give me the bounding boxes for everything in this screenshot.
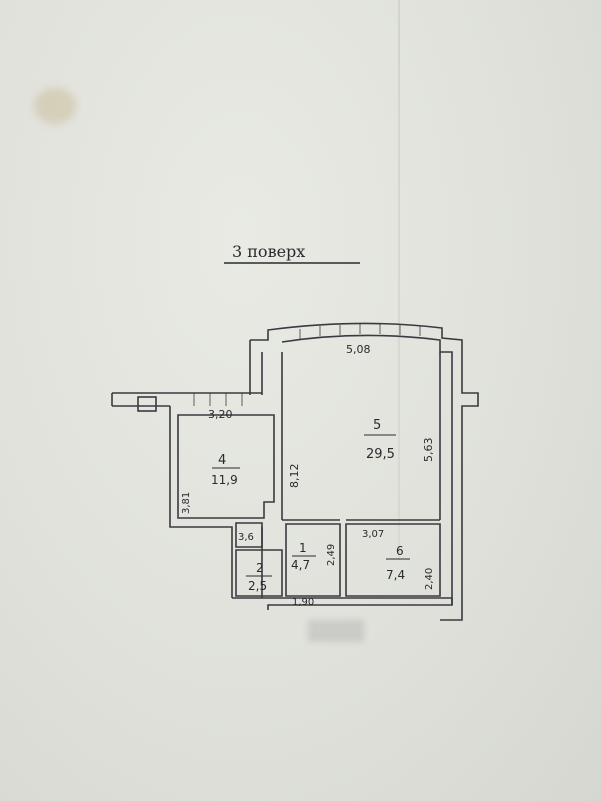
dim-room5-inner: 8,12 <box>288 464 301 489</box>
dim-room5-height: 5,63 <box>422 438 435 463</box>
room-5-number: 5 <box>373 418 381 433</box>
paper-smudge <box>308 620 364 642</box>
window-hatching <box>193 324 421 406</box>
room-1-area: 4,7 <box>291 558 310 572</box>
dim-room1-width: 1,90 <box>292 597 314 608</box>
walls <box>111 322 479 621</box>
room-6-area: 7,4 <box>386 568 405 582</box>
floor-title: 3 поверх <box>232 242 305 261</box>
dim-room4-height: 3,81 <box>181 492 192 514</box>
room-6-number: 6 <box>396 544 404 558</box>
room-2-area: 2,5 <box>248 579 267 593</box>
room-3-number: 3,6 <box>238 532 254 543</box>
room-1-number: 1 <box>299 541 307 555</box>
room-5-area: 29,5 <box>366 447 395 462</box>
paper-stain <box>34 88 76 124</box>
dim-room1-height: 2,49 <box>326 544 337 566</box>
dim-room6-height: 2,40 <box>424 568 435 590</box>
room-2-number: 2 <box>256 561 264 575</box>
paper-fold <box>398 0 400 560</box>
dim-top-width: 5,08 <box>346 343 371 356</box>
room-4-area: 11,9 <box>211 473 238 487</box>
dim-room6-width: 3,07 <box>362 529 384 540</box>
room-4-number: 4 <box>218 453 226 468</box>
dim-room4-width: 3,20 <box>208 408 233 421</box>
